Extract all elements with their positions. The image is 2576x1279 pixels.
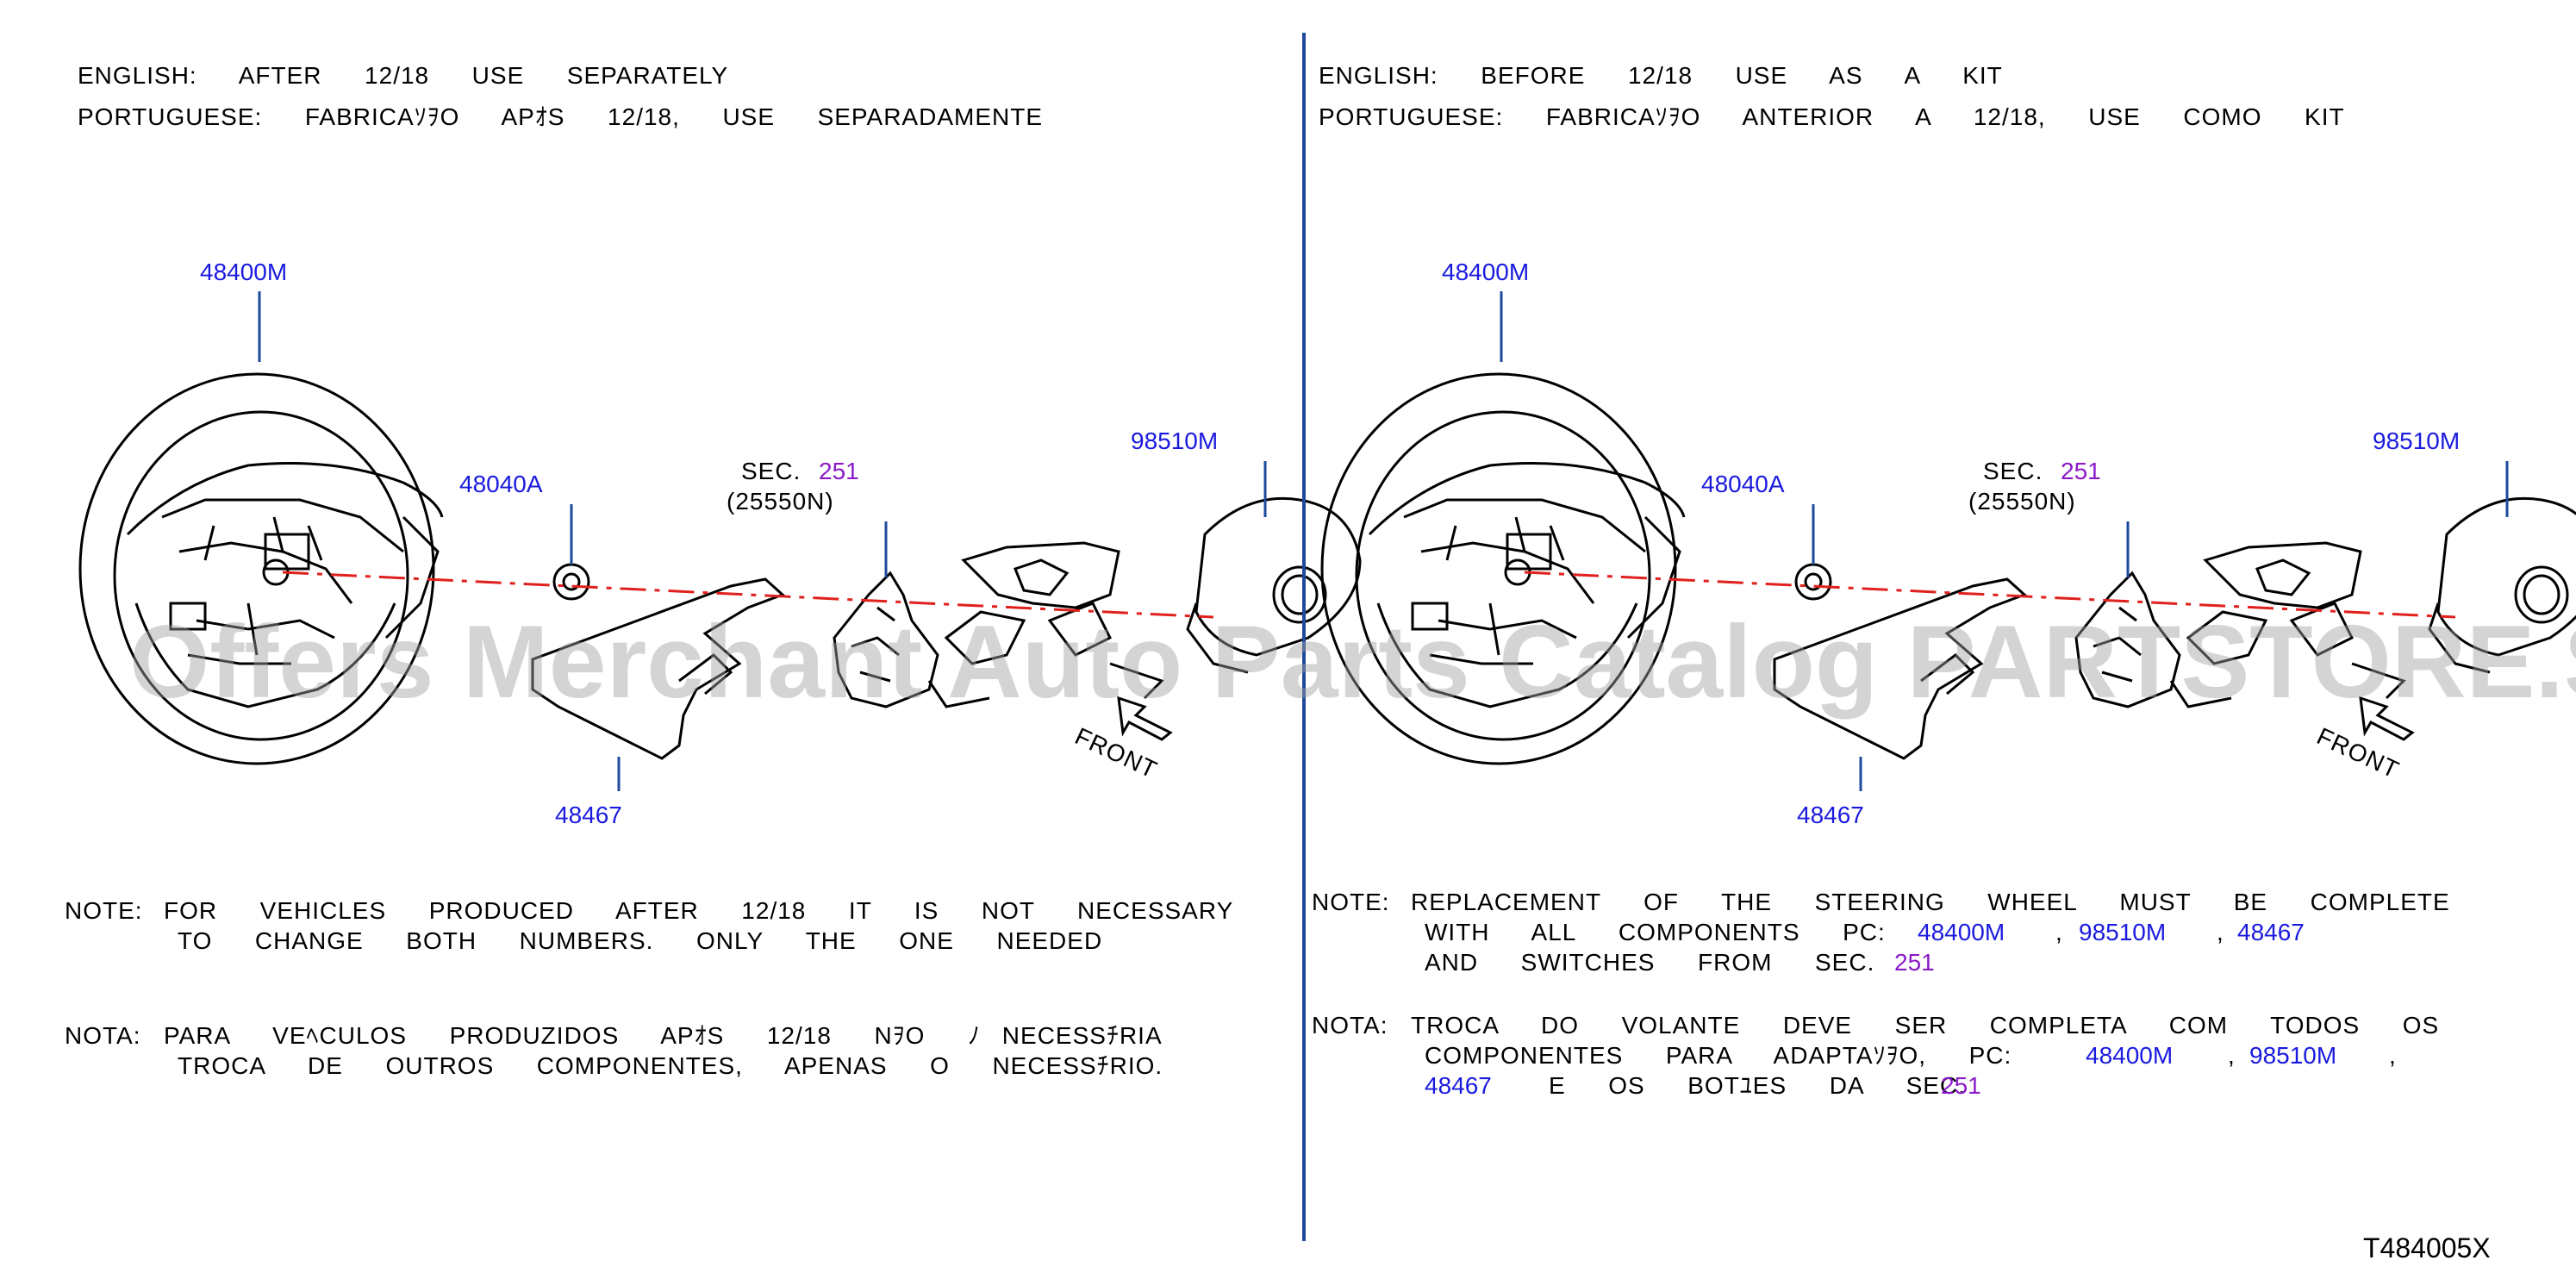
left-nota-line1: PARA VEﾍCULOS PRODUZIDOS APｵS 12/18 NｦO … (164, 1022, 1163, 1049)
left-part-bolt[interactable]: 48040A (459, 471, 543, 497)
left-part-cover[interactable]: 48467 (555, 802, 622, 828)
right-header-portuguese: PORTUGUESE: FABRICAｿｦO ANTERIOR A 12/18,… (1319, 103, 2345, 130)
watermark: Offers Merchant Auto Parts Catalog PARTS… (129, 604, 2576, 720)
right-part-bolt[interactable]: 48040A (1701, 471, 1785, 497)
left-note-label: NOTE: (65, 897, 143, 924)
left-note-line1: FOR VEHICLES PRODUCED AFTER 12/18 IT IS … (164, 897, 1234, 924)
left-sec-prefix: SEC. (741, 458, 801, 484)
right-note-sec-ref[interactable]: 251 (1894, 949, 1935, 976)
right-note-line3: AND SWITCHES FROM SEC. (1425, 949, 1875, 976)
left-sec-sub: (25550N) (727, 488, 834, 515)
panel-divider (1302, 33, 1306, 1241)
right-note-part-airbag[interactable]: 98510M (2079, 919, 2167, 945)
right-nota-line2: COMPONENTES PARA ADAPTAｿｦO, PC: (1425, 1042, 2012, 1069)
left-nota-label: NOTA: (65, 1022, 141, 1049)
left-part-wheel[interactable]: 48400M (200, 259, 288, 285)
right-part-airbag[interactable]: 98510M (2373, 427, 2461, 454)
right-header-english: ENGLISH: BEFORE 12/18 USE AS A KIT (1319, 62, 2003, 89)
right-nota-part-wheel[interactable]: 48400M (2086, 1042, 2174, 1069)
right-note-part-cover[interactable]: 48467 (2237, 919, 2305, 945)
right-sec-sub: (25550N) (1968, 488, 2076, 515)
right-nota-sec-ref[interactable]: 251 (1941, 1072, 1981, 1099)
right-nota-comma-1: , (2228, 1042, 2236, 1069)
left-header-portuguese: PORTUGUESE: FABRICAｿｦO APｵS 12/18, USE S… (78, 103, 1044, 130)
right-nota-part-cover[interactable]: 48467 (1425, 1072, 1492, 1099)
left-nota-line2: TROCA DE OUTROS COMPONENTES, APENAS O NE… (178, 1052, 1163, 1079)
right-note-label: NOTE: (1312, 889, 1390, 915)
right-sec-ref[interactable]: 251 (2061, 458, 2101, 484)
left-sec-ref[interactable]: 251 (819, 458, 859, 484)
right-nota-label: NOTA: (1312, 1012, 1388, 1039)
right-nota-part-airbag[interactable]: 98510M (2249, 1042, 2337, 1069)
left-header-english: ENGLISH: AFTER 12/18 USE SEPARATELY (78, 62, 729, 89)
left-part-airbag[interactable]: 98510M (1131, 427, 1219, 454)
right-note-line2: WITH ALL COMPONENTS PC: (1425, 919, 1886, 945)
left-note-line2: TO CHANGE BOTH NUMBERS. ONLY THE ONE NEE… (178, 927, 1103, 954)
right-sec-prefix: SEC. (1983, 458, 2043, 484)
right-nota-comma-2: , (2389, 1042, 2397, 1069)
right-part-wheel[interactable]: 48400M (1442, 259, 1530, 285)
figure-code: T484005X (2363, 1232, 2491, 1263)
right-note-line1: REPLACEMENT OF THE STEERING WHEEL MUST B… (1411, 889, 2450, 915)
right-part-cover[interactable]: 48467 (1797, 802, 1864, 828)
right-note-comma-2: , (2217, 919, 2224, 945)
right-nota-line3: E OS BOTﾕES DA SEC. (1549, 1072, 1966, 1099)
right-nota-line1: TROCA DO VOLANTE DEVE SER COMPLETA COM T… (1411, 1012, 2440, 1039)
right-note-comma-1: , (2055, 919, 2063, 945)
right-note-part-wheel[interactable]: 48400M (1918, 919, 2005, 945)
